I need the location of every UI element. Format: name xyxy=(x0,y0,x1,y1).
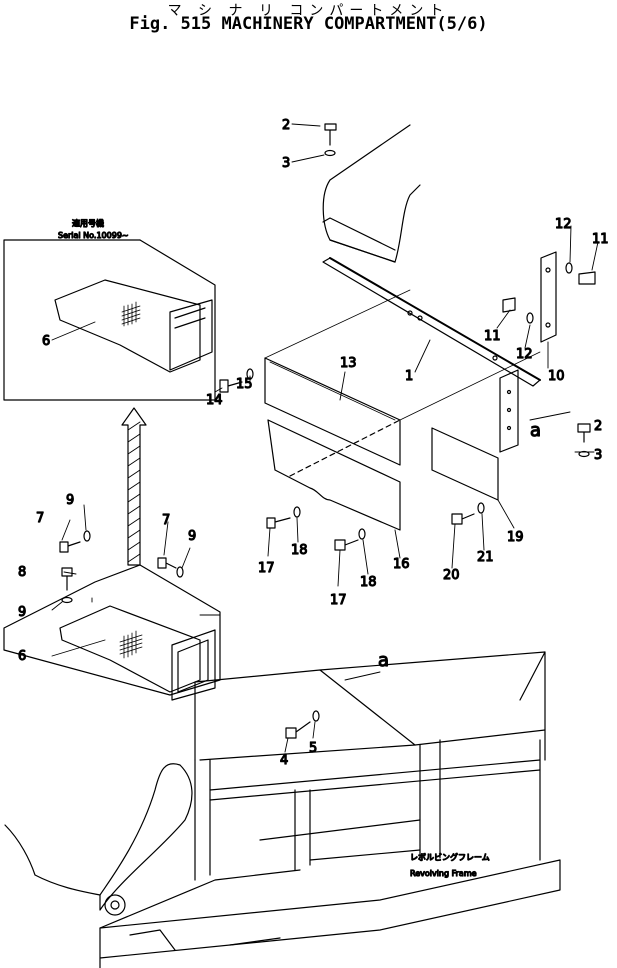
side-bracket xyxy=(540,251,557,343)
callout-9-c: 9 xyxy=(18,605,26,620)
view-a-marker-frame: a xyxy=(378,650,389,671)
panel-13 xyxy=(264,357,401,466)
hardware-parts xyxy=(59,123,596,739)
inset-applicable-label: 適用号機 xyxy=(72,218,104,228)
callout-3-right: 3 xyxy=(594,448,602,463)
frame-label-japanese: レボルビングフレーム xyxy=(410,852,490,862)
callout-10: 10 xyxy=(548,369,565,384)
revolving-frame xyxy=(4,651,561,968)
frame-label: Revolving Frame xyxy=(410,869,477,878)
view-a-marker-top: a xyxy=(530,420,541,441)
callout-6-inset: 6 xyxy=(42,334,50,349)
callout-17-b: 17 xyxy=(330,593,347,608)
leader-lines xyxy=(51,123,599,753)
callout-9-b: 9 xyxy=(188,529,196,544)
callout-7-a: 7 xyxy=(36,511,44,526)
callout-21: 21 xyxy=(477,550,494,565)
callout-16: 16 xyxy=(393,557,410,572)
callout-20: 20 xyxy=(443,568,460,583)
callout-12-top: 12 xyxy=(555,217,572,232)
lower-mesh-grid xyxy=(119,630,143,659)
callout-13: 13 xyxy=(340,356,357,371)
inset-mesh-grid xyxy=(121,301,141,327)
bracket-bar xyxy=(322,217,541,387)
callout-2-top: 2 xyxy=(282,118,290,133)
callout-11-top: 11 xyxy=(592,232,609,247)
figure-title-japanese: マ シ ナ リ コンパートメント xyxy=(167,3,450,19)
callout-18-b: 18 xyxy=(360,575,377,590)
panel-16 xyxy=(267,419,401,531)
callout-18-a: 18 xyxy=(291,543,308,558)
callout-5: 5 xyxy=(309,741,317,756)
callout-11-mid: 11 xyxy=(484,329,501,344)
top-cover-corner xyxy=(322,124,421,263)
callout-15: 15 xyxy=(236,377,253,392)
callout-4: 4 xyxy=(280,753,288,768)
lower-cover-plate xyxy=(3,564,221,701)
panel-19 xyxy=(431,427,499,501)
callout-9-a: 9 xyxy=(66,493,74,508)
inset-serial-label: Serial No.10099~ xyxy=(58,231,129,240)
callout-2-right: 2 xyxy=(594,419,602,434)
callout-17-a: 17 xyxy=(258,561,275,576)
hatched-arrow xyxy=(121,407,147,566)
callout-6-lower: 6 xyxy=(18,649,26,664)
inset-cover-plate xyxy=(54,279,201,373)
figure-title: Fig. 515 MACHINERY COMPARTMENT(5/6) xyxy=(129,14,488,34)
inset-box xyxy=(3,239,216,401)
callout-3-top: 3 xyxy=(282,156,290,171)
callout-1: 1 xyxy=(405,369,413,384)
callout-14: 14 xyxy=(206,393,223,408)
vertical-plate xyxy=(499,369,519,453)
callout-7-b: 7 xyxy=(162,513,170,528)
callout-19: 19 xyxy=(507,530,524,545)
callout-12-mid: 12 xyxy=(516,347,533,362)
callout-8: 8 xyxy=(18,565,26,580)
